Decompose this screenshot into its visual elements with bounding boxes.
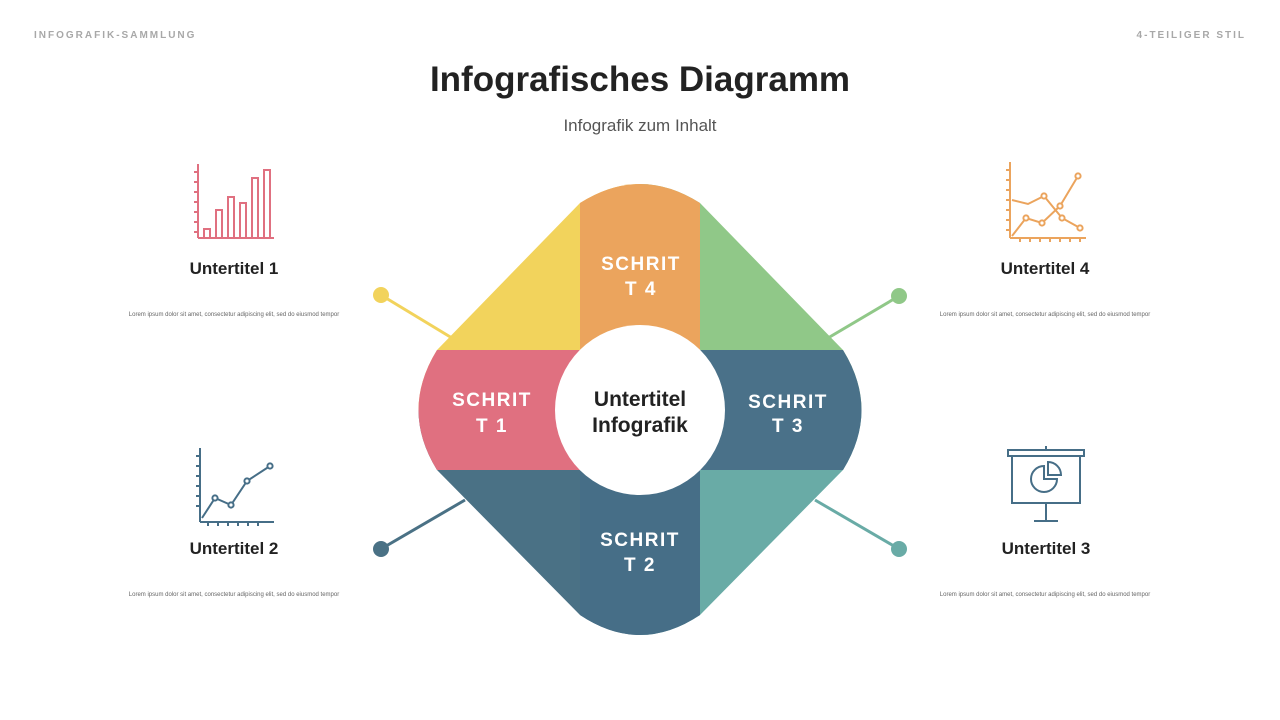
- item-4-title: Untertitel 4: [1000, 259, 1090, 278]
- page-subtitle: Infografik zum Inhalt: [563, 116, 717, 135]
- connector-dot-2: [373, 541, 389, 557]
- item-1-text: Lorem ipsum dolor sit amet, consectetur …: [128, 312, 340, 318]
- center-label-line1: Untertitel: [594, 388, 686, 411]
- step-3-label-line1: SCHRIT: [748, 392, 828, 413]
- item-3-title: Untertitel 3: [1001, 539, 1091, 558]
- center-circle: [555, 325, 725, 495]
- center-label-line2: Infografik: [592, 414, 688, 437]
- connector-line-2: [380, 498, 466, 551]
- step-1-label-line1: SCHRIT: [452, 390, 532, 411]
- connector-dot-3: [891, 541, 907, 557]
- connector-line-1: [380, 293, 453, 340]
- line-chart-icon: [196, 448, 274, 526]
- step-2-label-line1: SCHRIT: [600, 530, 680, 551]
- step-4-label-line2: T 4: [625, 279, 657, 300]
- connector-dot-1: [373, 287, 389, 303]
- multi-line-chart-icon: [1006, 162, 1086, 242]
- page-title: Infografisches Diagramm: [429, 60, 851, 99]
- connector-line-3: [814, 498, 900, 551]
- step-4-label-line1: SCHRIT: [601, 254, 681, 275]
- step-2-label-line2: T 2: [624, 555, 656, 576]
- item-2-title: Untertitel 2: [189, 539, 279, 558]
- item-1-title: Untertitel 1: [189, 259, 279, 278]
- bar-chart-icon: [194, 164, 274, 239]
- collection-label: INFOGRAFIK-SAMMLUNG: [34, 30, 197, 41]
- step-3-label-line2: T 3: [772, 416, 804, 437]
- style-label: 4-TEILIGER STIL: [1136, 30, 1246, 41]
- connector-line-4: [827, 294, 900, 340]
- presentation-pie-icon: [1007, 446, 1085, 522]
- item-2-text: Lorem ipsum dolor sit amet, consectetur …: [128, 592, 340, 598]
- item-4-text: Lorem ipsum dolor sit amet, consectetur …: [939, 312, 1151, 318]
- connector-dot-4: [891, 288, 907, 304]
- step-1-label-line2: T 1: [476, 416, 508, 437]
- item-3-text: Lorem ipsum dolor sit amet, consectetur …: [939, 592, 1151, 598]
